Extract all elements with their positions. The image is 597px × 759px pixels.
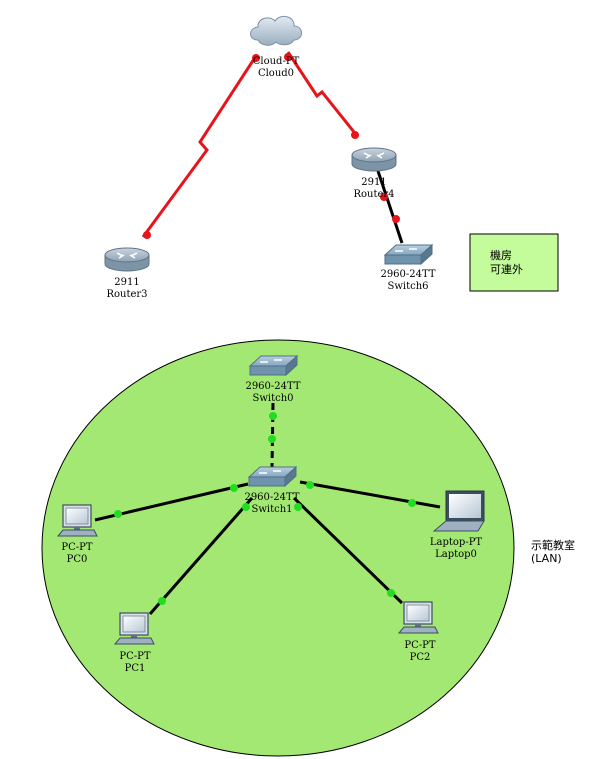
switch-icon bbox=[383, 243, 434, 266]
link-switch1-pc1[interactable] bbox=[148, 497, 254, 615]
port-indicators bbox=[114, 53, 416, 605]
link-cloud0-router4[interactable] bbox=[286, 51, 360, 138]
device-cloud0[interactable]: Cloud-PT Cloud0 bbox=[250, 15, 302, 79]
device-switch6[interactable]: 2960-24TT Switch6 bbox=[380, 243, 436, 292]
device-switch0[interactable]: 2960-24TT Switch0 bbox=[245, 354, 301, 404]
link-switch1-laptop0[interactable] bbox=[299, 480, 441, 509]
port-up-indicator bbox=[269, 412, 277, 420]
device-model-label: PC-PT bbox=[61, 542, 92, 553]
port-down-indicator bbox=[380, 193, 388, 201]
device-model-label: 2911 bbox=[361, 177, 386, 188]
port-up-indicator bbox=[294, 503, 302, 511]
device-name-label: Switch6 bbox=[387, 281, 428, 292]
port-down-indicator bbox=[392, 215, 400, 223]
router-icon bbox=[104, 247, 150, 272]
classroom-note-line1: 示範教室 bbox=[531, 539, 575, 552]
cloud-icon bbox=[250, 15, 302, 46]
device-name-label: Router3 bbox=[106, 289, 147, 300]
device-pc2[interactable]: PC-PT PC2 bbox=[397, 601, 439, 663]
device-model-label: 2960-24TT bbox=[380, 269, 435, 280]
switch-icon bbox=[247, 465, 298, 488]
port-down-indicator bbox=[143, 231, 151, 239]
device-name-label: PC1 bbox=[125, 663, 146, 674]
device-model-label: PC-PT bbox=[404, 640, 435, 651]
pc-icon bbox=[56, 504, 98, 537]
device-model-label: 2960-24TT bbox=[245, 381, 300, 392]
link-switch1-pc2[interactable] bbox=[292, 496, 404, 605]
pc-icon bbox=[397, 601, 439, 634]
device-name-label: Switch1 bbox=[251, 504, 292, 515]
router-icon bbox=[351, 147, 397, 172]
device-model-label: 2960-24TT bbox=[244, 492, 299, 503]
port-up-indicator bbox=[158, 597, 166, 605]
device-name-label: Router4 bbox=[353, 189, 394, 200]
device-model-label: PC-PT bbox=[119, 651, 150, 662]
switch-icon bbox=[248, 354, 299, 377]
device-pc1[interactable]: PC-PT PC1 bbox=[113, 612, 155, 674]
device-name-label: PC2 bbox=[410, 652, 431, 663]
link-cloud0-router3[interactable] bbox=[141, 55, 258, 238]
device-model-label: Cloud-PT bbox=[253, 56, 300, 67]
server-room-note-line2: 可連外 bbox=[490, 262, 523, 276]
link-router4-switch6[interactable] bbox=[376, 170, 404, 244]
link-switch0-switch1[interactable] bbox=[270, 402, 275, 469]
server-room-note[interactable]: 機房 可連外 bbox=[469, 233, 559, 292]
device-laptop0[interactable]: Laptop-PT Laptop0 bbox=[430, 490, 485, 560]
port-down-indicator bbox=[284, 53, 292, 61]
port-up-indicator bbox=[114, 510, 122, 518]
device-name-label: Laptop0 bbox=[435, 549, 477, 560]
device-router4[interactable]: 2911 Router4 bbox=[351, 147, 397, 200]
device-model-label: 2911 bbox=[114, 277, 139, 288]
device-model-label: Laptop-PT bbox=[430, 537, 483, 548]
device-switch1[interactable]: 2960-24TT Switch1 bbox=[244, 465, 300, 515]
device-name-label: Cloud0 bbox=[258, 68, 294, 79]
port-up-indicator bbox=[306, 481, 314, 489]
device-name-label: PC0 bbox=[67, 554, 88, 565]
port-up-indicator bbox=[268, 435, 276, 443]
device-name-label: Switch0 bbox=[252, 393, 293, 404]
laptop-icon bbox=[432, 490, 485, 532]
device-router3[interactable]: 2911 Router3 bbox=[104, 247, 150, 300]
classroom-note[interactable]: 示範教室 (LAN) bbox=[531, 539, 575, 565]
links bbox=[94, 51, 441, 615]
port-up-indicator bbox=[387, 589, 395, 597]
server-room-note-line1: 機房 bbox=[490, 248, 512, 262]
port-up-indicator bbox=[242, 503, 250, 511]
lan-zone[interactable] bbox=[41, 339, 515, 757]
device-pc0[interactable]: PC-PT PC0 bbox=[56, 504, 98, 565]
classroom-note-line2: (LAN) bbox=[531, 552, 562, 565]
pc-icon bbox=[113, 612, 155, 645]
port-up-indicator bbox=[230, 484, 238, 492]
port-down-indicator bbox=[252, 54, 260, 62]
port-down-indicator bbox=[351, 131, 359, 139]
port-up-indicator bbox=[408, 499, 416, 507]
